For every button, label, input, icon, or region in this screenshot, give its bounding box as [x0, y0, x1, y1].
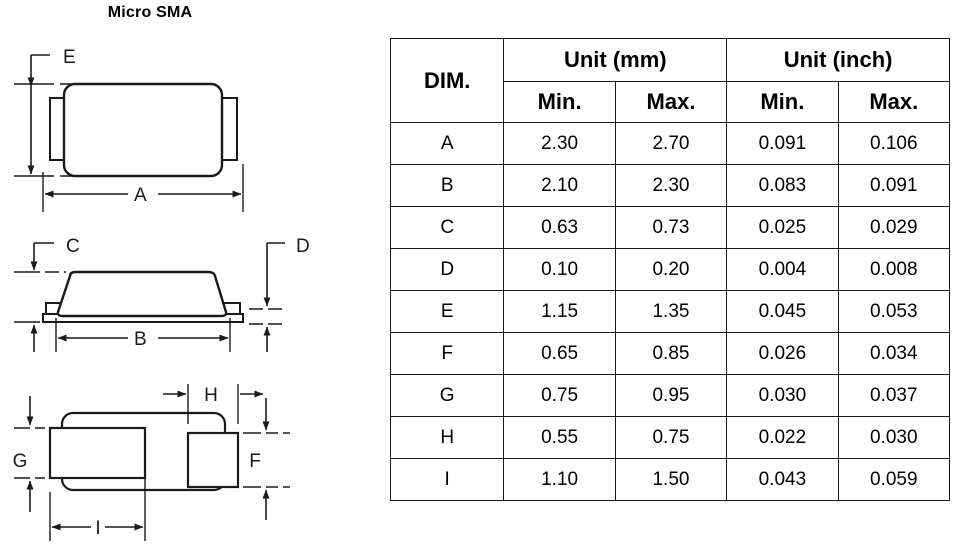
cell-inch-min: 0.022 — [726, 416, 839, 459]
cell-mm-min: 1.10 — [503, 458, 616, 501]
column-header-mm-max: Max. — [614, 81, 728, 123]
cell-inch-min: 0.045 — [726, 290, 839, 333]
cell-mm-min: 1.15 — [503, 290, 616, 333]
table-row: F 0.65 0.85 0.026 0.034 — [389, 332, 951, 375]
top-view-left-lead — [49, 97, 66, 161]
dimension-label-G: G — [13, 451, 28, 472]
column-header-dim: DIM. — [389, 38, 505, 123]
cell-inch-max: 0.091 — [837, 164, 951, 207]
table-row: C 0.63 0.73 0.025 0.029 — [389, 206, 951, 249]
top-view-drawing: E A — [14, 47, 244, 212]
dimensions-table-container: DIM. Unit (mm) Unit (inch) Min. Max. Min… — [389, 38, 951, 501]
cell-mm-min: 0.10 — [503, 248, 616, 291]
table-row: B 2.10 2.30 0.083 0.091 — [389, 164, 951, 207]
dimension-label-I: I — [95, 518, 100, 539]
cell-inch-max: 0.029 — [837, 206, 951, 249]
column-header-mm-min: Min. — [503, 81, 616, 123]
side-view-body — [56, 270, 228, 318]
cell-inch-max: 0.053 — [837, 290, 951, 333]
side-view-drawing: C B D — [14, 236, 310, 352]
cell-mm-min: 0.55 — [503, 416, 616, 459]
dimension-label-A: A — [134, 185, 147, 206]
table-row: I 1.10 1.50 0.043 0.059 — [389, 458, 951, 501]
cell-dim: A — [389, 122, 505, 165]
table-row: H 0.55 0.75 0.022 0.030 — [389, 416, 951, 459]
table-header-row-units: DIM. Unit (mm) Unit (inch) — [389, 38, 950, 123]
bottom-view-pad-small — [186, 431, 240, 489]
cell-dim: H — [389, 416, 505, 459]
table-row: D 0.10 0.20 0.004 0.008 — [389, 248, 951, 291]
cell-mm-max: 0.20 — [614, 248, 728, 291]
mechanical-drawings-panel: E A — [0, 0, 370, 552]
dimension-label-F: F — [249, 451, 261, 472]
cell-mm-max: 2.70 — [614, 122, 728, 165]
cell-inch-min: 0.043 — [726, 458, 839, 501]
cell-mm-max: 1.35 — [614, 290, 728, 333]
cell-inch-max: 0.008 — [837, 248, 951, 291]
cell-mm-min: 2.10 — [503, 164, 616, 207]
cell-mm-max: 0.95 — [614, 374, 728, 417]
cell-dim: B — [389, 164, 505, 207]
cell-inch-max: 0.034 — [837, 332, 951, 375]
dimension-label-H: H — [204, 385, 218, 406]
table-row: A 2.30 2.70 0.091 0.106 — [389, 122, 951, 165]
cell-inch-max: 0.106 — [837, 122, 951, 165]
column-header-inch-max: Max. — [837, 81, 951, 123]
cell-inch-max: 0.037 — [837, 374, 951, 417]
cell-inch-min: 0.091 — [726, 122, 839, 165]
cell-inch-max: 0.059 — [837, 458, 951, 501]
cell-mm-max: 0.85 — [614, 332, 728, 375]
column-header-unit-inch: Unit (inch) — [726, 38, 950, 82]
top-view-right-lead — [220, 97, 238, 161]
table-header-row-minmax: Min. Max. Min. Max. — [391, 81, 951, 123]
cell-inch-min: 0.030 — [726, 374, 839, 417]
cell-mm-max: 2.30 — [614, 164, 728, 207]
cell-mm-min: 2.30 — [503, 122, 616, 165]
cell-mm-max: 0.73 — [614, 206, 728, 249]
cell-inch-min: 0.004 — [726, 248, 839, 291]
dimensions-table: DIM. Unit (mm) Unit (inch) Min. Max. Min… — [389, 38, 951, 501]
cell-mm-min: 0.75 — [503, 374, 616, 417]
dimension-label-C: C — [66, 236, 80, 257]
column-header-unit-mm: Unit (mm) — [503, 38, 728, 82]
cell-dim: F — [389, 332, 505, 375]
cell-inch-max: 0.030 — [837, 416, 951, 459]
dimension-label-E: E — [63, 47, 76, 68]
cell-mm-max: 0.75 — [614, 416, 728, 459]
cell-dim: D — [389, 248, 505, 291]
cell-mm-min: 0.63 — [503, 206, 616, 249]
dimension-label-B: B — [134, 329, 147, 350]
table-body: A 2.30 2.70 0.091 0.106 B 2.10 2.30 0.08… — [389, 122, 951, 501]
cell-dim: I — [389, 458, 505, 501]
table-row: E 1.15 1.35 0.045 0.053 — [389, 290, 951, 333]
bottom-view-drawing: G F H I — [13, 384, 290, 541]
cell-mm-max: 1.50 — [614, 458, 728, 501]
cell-inch-min: 0.026 — [726, 332, 839, 375]
top-view-body — [62, 82, 224, 178]
bottom-view-pad-large — [48, 426, 147, 480]
dimension-label-D: D — [296, 236, 310, 257]
cell-inch-min: 0.025 — [726, 206, 839, 249]
page-title: Micro SMA — [107, 4, 193, 21]
cell-inch-min: 0.083 — [726, 164, 839, 207]
column-header-inch-min: Min. — [726, 81, 839, 123]
table-row: G 0.75 0.95 0.030 0.037 — [389, 374, 951, 417]
cell-dim: C — [389, 206, 505, 249]
table-head: DIM. Unit (mm) Unit (inch) Min. Max. Min… — [389, 38, 951, 123]
cell-dim: G — [389, 374, 505, 417]
cell-mm-min: 0.65 — [503, 332, 616, 375]
drawings-svg: E A — [13, 47, 310, 541]
cell-dim: E — [389, 290, 505, 333]
